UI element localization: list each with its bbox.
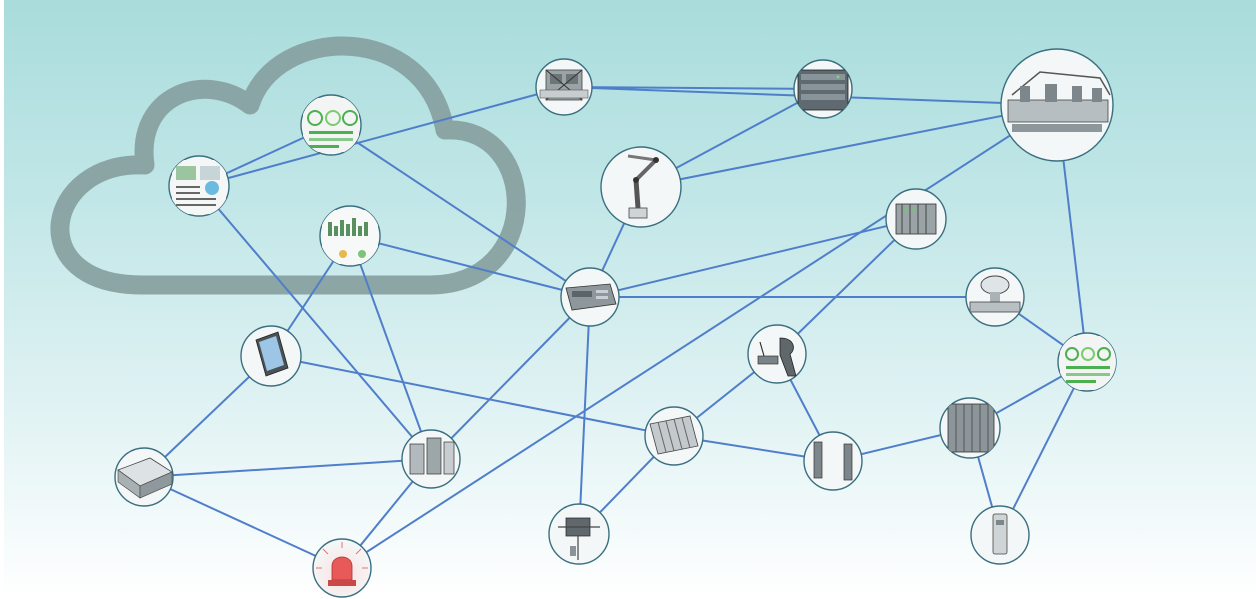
edge-plc-controller-to-warning-beacon (143, 476, 343, 569)
edge-dashboard-gauges-cloud-to-industrial-pc (330, 124, 591, 298)
dashboard-gauges-icon (1060, 336, 1116, 390)
control-cabinet-icon (797, 69, 849, 111)
industrial-pc-icon (565, 283, 617, 311)
contactor-icon (409, 437, 455, 475)
node-analytics-dashboard-cloud[interactable] (168, 155, 230, 217)
node-robot-cell-top[interactable] (535, 58, 593, 116)
light-curtain-icon (813, 441, 853, 481)
io-module-icon (895, 203, 937, 235)
tablet-icon (255, 331, 289, 377)
robot-arm-icon (627, 154, 659, 219)
node-industrial-pc[interactable] (560, 267, 620, 327)
edge-industrial-pc-to-contactor-module (430, 296, 591, 460)
plc-rack-icon (947, 403, 995, 453)
node-bar-chart-dashboard-cloud[interactable] (319, 205, 381, 267)
analytics-dashboard-icon (172, 160, 226, 214)
din-rail-module-icon (992, 513, 1008, 555)
edge-robot-cell-top-to-control-cabinet (563, 86, 824, 90)
edge-industrial-pc-to-io-module-rack (589, 218, 917, 298)
terminal-block-icon (649, 415, 699, 455)
node-tablet-hmi[interactable] (240, 325, 302, 387)
edge-industrial-pc-to-servo-drive (578, 296, 591, 535)
node-plc-rack[interactable] (939, 397, 1001, 459)
edge-analytics-dashboard-cloud-to-robot-cell-top (198, 86, 565, 187)
node-servo-drive[interactable] (548, 503, 610, 565)
edge-analytics-dashboard-cloud-to-contactor-module (198, 185, 432, 460)
edge-plc-controller-to-contactor-module (143, 458, 432, 478)
servo-drive-icon (558, 517, 600, 560)
edge-tablet-hmi-to-terminal-block-module (270, 355, 675, 437)
warning-beacon-icon (316, 542, 368, 586)
node-io-module-rack[interactable] (885, 188, 947, 250)
dashboard-gauges-icon (303, 98, 359, 152)
bar-chart-dashboard-icon (322, 210, 378, 264)
cloud-outline (50, 36, 526, 295)
edge-io-module-rack-to-barcode-scanner (776, 218, 917, 355)
barcode-scanner-icon (757, 337, 797, 377)
node-dashboard-gauges-cloud[interactable] (300, 94, 362, 156)
node-robot-arm[interactable] (600, 146, 682, 228)
edge-bar-chart-dashboard-cloud-to-industrial-pc (349, 235, 591, 298)
node-control-cabinet[interactable] (793, 59, 853, 119)
node-plc-controller[interactable] (114, 447, 174, 507)
flow-meter-icon (969, 275, 1021, 313)
node-flow-meter[interactable] (965, 267, 1025, 327)
plc-controller-icon (117, 457, 173, 499)
robotic-cell-icon (539, 69, 589, 101)
node-terminal-block-module[interactable] (644, 406, 704, 466)
node-production-line[interactable] (1000, 48, 1114, 162)
node-barcode-scanner[interactable] (747, 324, 807, 384)
node-dashboard-gauges-right[interactable] (1057, 332, 1117, 392)
node-warning-beacon[interactable] (312, 538, 372, 598)
node-light-curtain-sensor[interactable] (803, 431, 863, 491)
edge-dashboard-gauges-right-to-din-rail-module (999, 361, 1088, 536)
node-contactor-module[interactable] (401, 429, 461, 489)
edge-production-line-to-warning-beacon (341, 104, 1058, 569)
edge-bar-chart-dashboard-cloud-to-contactor-module (349, 235, 432, 460)
node-din-rail-module[interactable] (970, 505, 1030, 565)
edge-production-line-to-robot-arm (640, 104, 1058, 188)
production-line-icon (1007, 71, 1111, 132)
